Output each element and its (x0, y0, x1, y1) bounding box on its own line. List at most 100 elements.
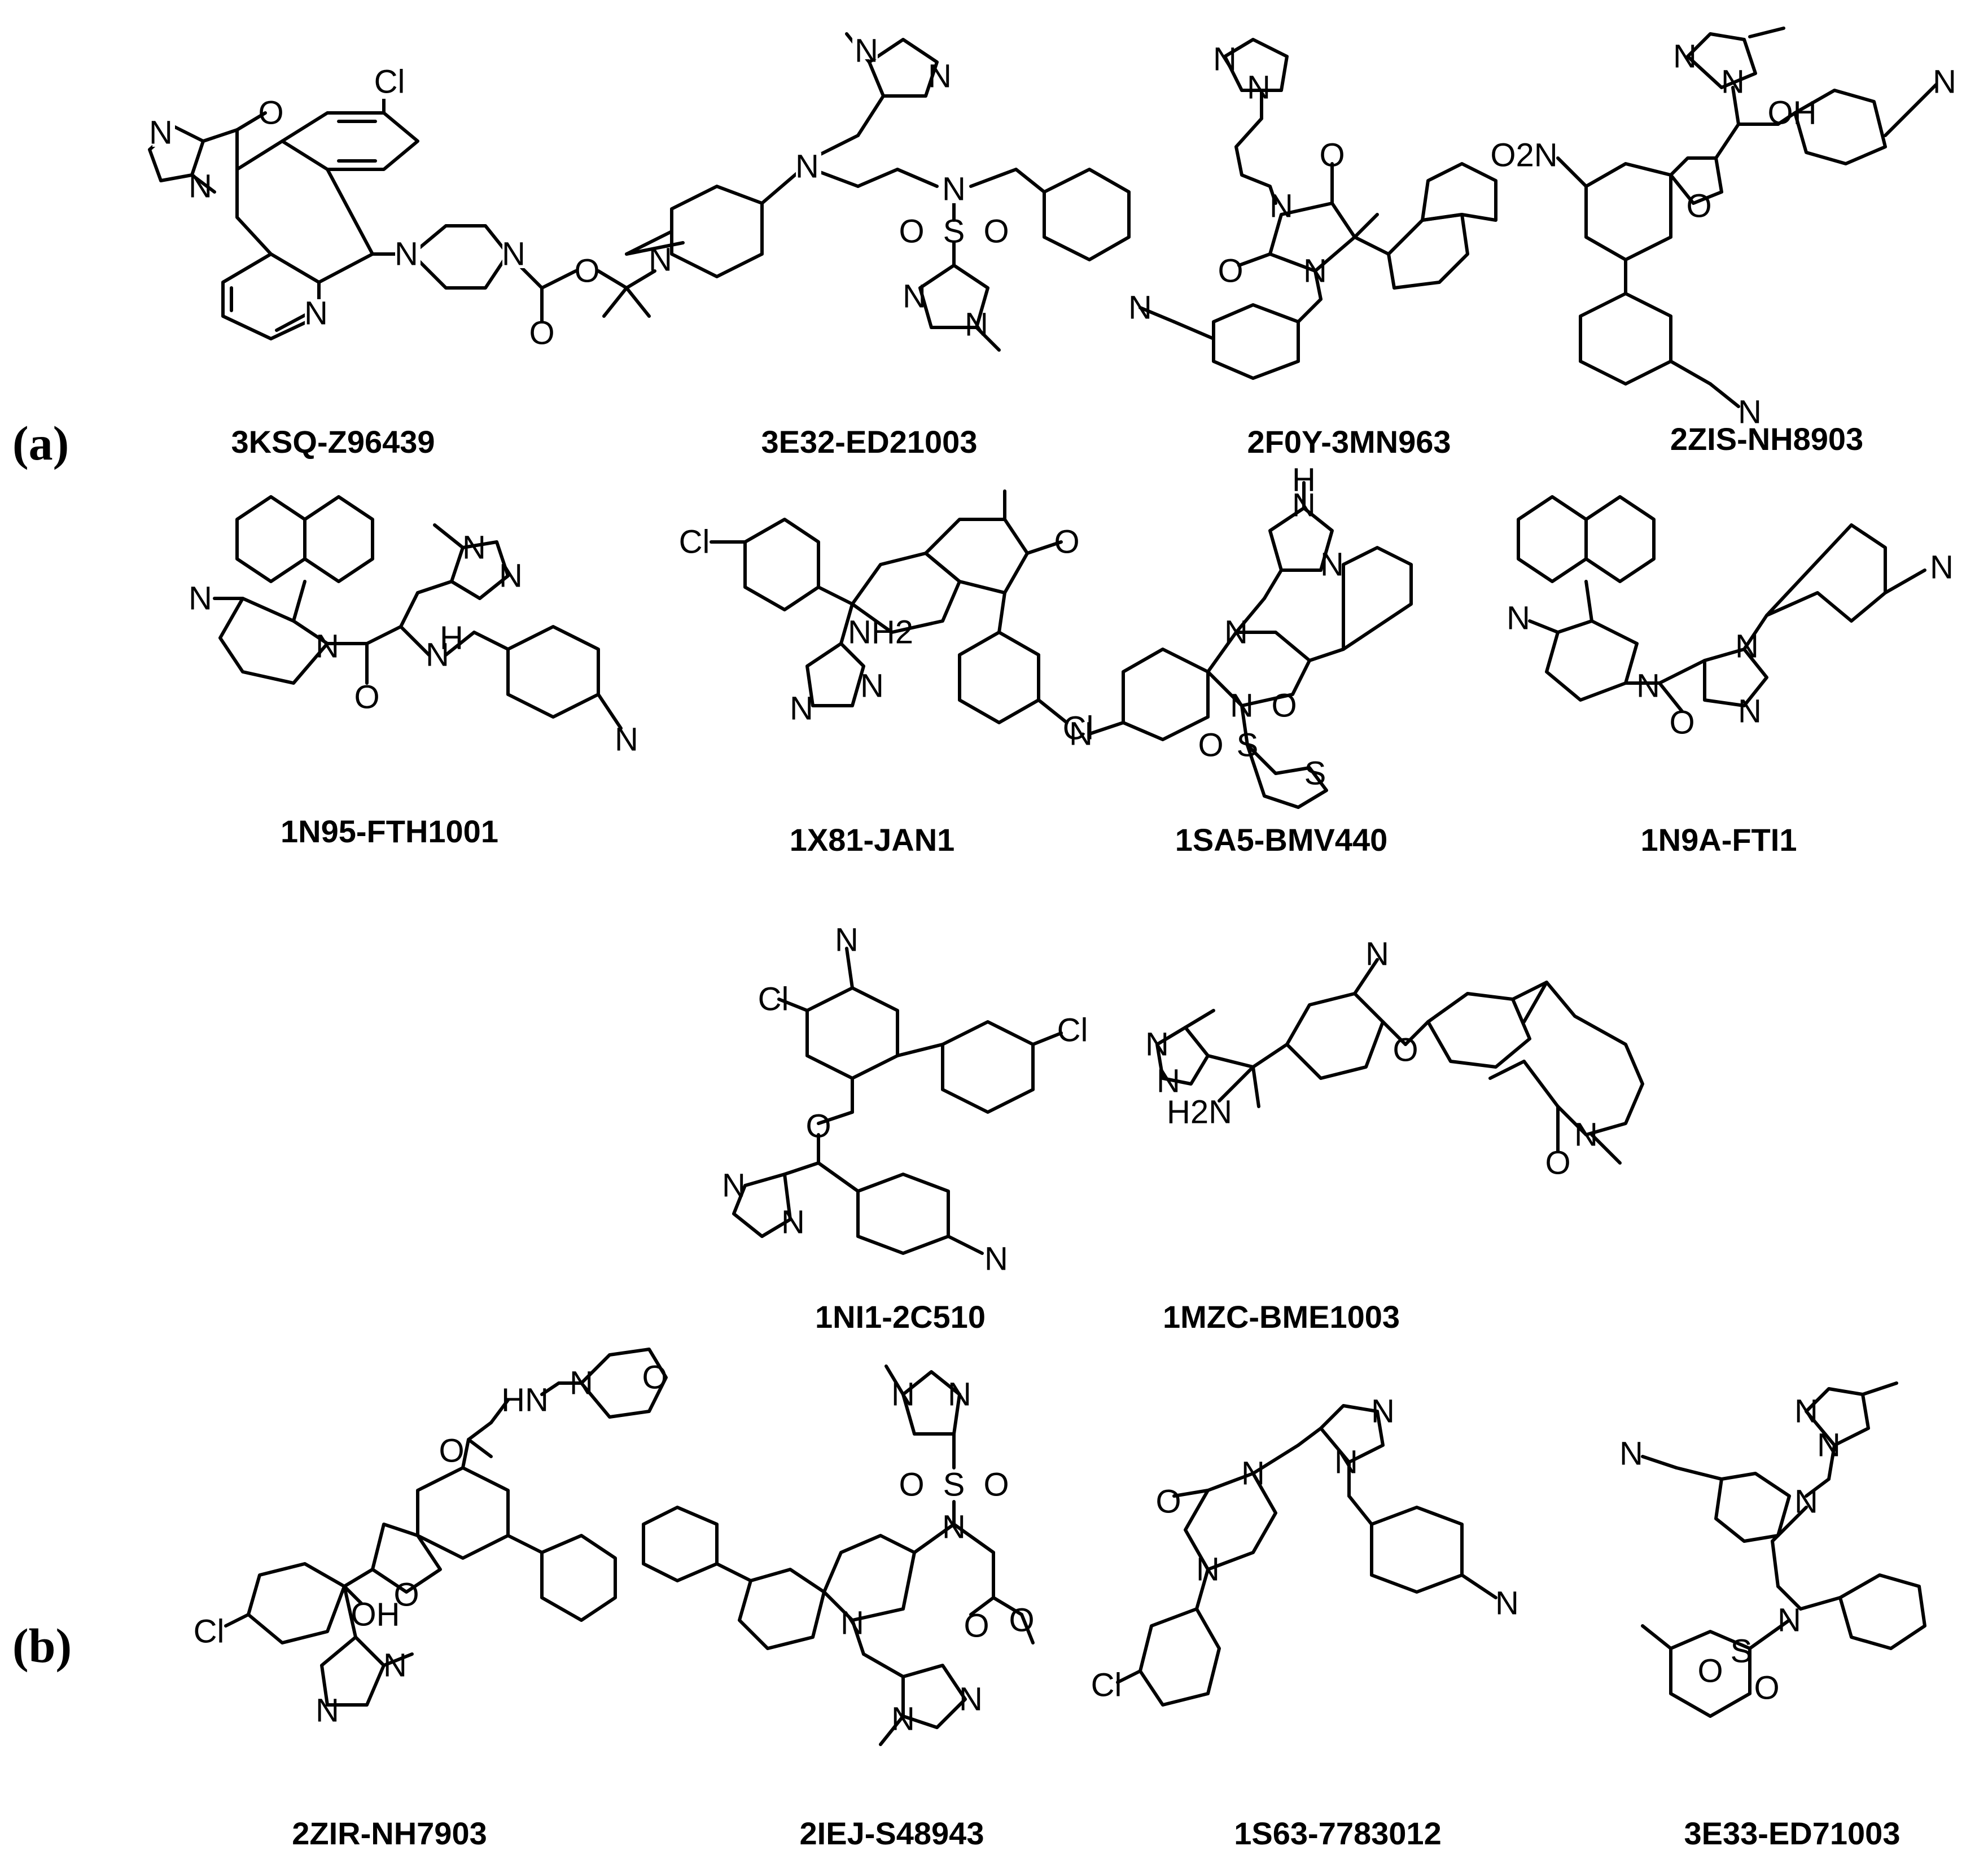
svg-text:O: O (1669, 705, 1694, 741)
svg-text:O: O (1545, 1145, 1570, 1182)
structure-1ni1: N Cl Cl O N N N (722, 922, 1088, 1278)
svg-text:N: N (942, 1509, 966, 1546)
svg-text:N: N (1365, 936, 1389, 973)
structure-1n9a: N N O N N N (1507, 495, 1954, 741)
structure-1x81: Cl O NH2 N N Cl (679, 489, 1093, 747)
svg-text:S: S (943, 213, 965, 250)
compound-label-3e32: 3E32-ED21003 (761, 424, 978, 460)
structure-3e33: N N N N N S O O (1619, 1381, 1926, 1718)
svg-text:O: O (1198, 727, 1223, 764)
svg-text:N: N (1817, 1427, 1841, 1464)
compound-label-2zir: 2ZIR-NH7903 (292, 1816, 487, 1851)
svg-text:O: O (258, 95, 283, 132)
svg-text:N: N (1224, 614, 1248, 651)
svg-text:O: O (529, 315, 554, 352)
svg-text:H: H (440, 620, 463, 657)
compound-label-1x81: 1X81-JAN1 (789, 822, 955, 858)
structure-2zis: N N OH N O2N O N (1490, 27, 1956, 431)
compound-label-1ni1: 1NI1-2C510 (815, 1299, 986, 1335)
svg-text:N: N (1738, 693, 1762, 730)
svg-text:N: N (984, 1241, 1008, 1278)
svg-text:N: N (790, 690, 813, 727)
svg-text:O: O (805, 1108, 831, 1145)
structure-2f0y: N N N O O N N (1128, 38, 1497, 380)
svg-text:N: N (1777, 1602, 1801, 1639)
svg-text:N: N (189, 580, 212, 617)
svg-text:N: N (959, 1681, 983, 1718)
svg-text:N: N (1495, 1585, 1519, 1622)
svg-text:N: N (781, 1204, 805, 1241)
svg-text:N: N (1933, 64, 1956, 100)
svg-text:Cl: Cl (758, 981, 789, 1018)
svg-text:O: O (1155, 1484, 1181, 1520)
svg-text:N: N (1721, 64, 1745, 100)
svg-text:N: N (189, 168, 212, 205)
svg-text:N: N (149, 115, 173, 151)
structure-2zir: HN N O O O Cl OH N N (194, 1348, 668, 1729)
svg-text:N: N (942, 171, 966, 208)
compound-label-3e33: 3E33-ED71003 (1684, 1816, 1901, 1851)
panel-label-a: (a) (12, 416, 69, 470)
svg-text:N: N (1371, 1393, 1395, 1430)
compound-label-1n9a: 1N9A-FTI1 (1640, 822, 1797, 858)
svg-text:O: O (642, 1359, 667, 1396)
svg-text:NH2: NH2 (848, 614, 913, 651)
svg-text:O: O (899, 213, 924, 250)
svg-text:N: N (1738, 394, 1762, 431)
svg-text:N: N (928, 58, 952, 95)
svg-text:N: N (840, 1605, 864, 1642)
svg-text:N: N (1320, 546, 1344, 583)
svg-text:N: N (316, 628, 339, 665)
svg-text:O: O (393, 1577, 419, 1613)
svg-text:O: O (1271, 688, 1297, 724)
compound-label-1s63: 1S63-7783012 (1234, 1816, 1442, 1851)
svg-text:N: N (1196, 1551, 1220, 1588)
svg-text:O: O (899, 1467, 924, 1503)
structure-1n95: N N O H N N N N (189, 495, 638, 758)
structure-1sa5: H N N N N N O S O S (1069, 462, 1413, 809)
svg-text:N: N (1213, 41, 1237, 78)
svg-text:O: O (1009, 1602, 1034, 1639)
svg-text:Cl: Cl (1057, 1012, 1088, 1049)
svg-text:N: N (1157, 1063, 1180, 1100)
svg-text:S: S (1731, 1633, 1753, 1670)
svg-text:H: H (1292, 462, 1316, 498)
svg-text:O: O (354, 679, 379, 716)
svg-text:N: N (1673, 38, 1697, 75)
panel-label-b: (b) (12, 1619, 72, 1673)
compound-label-3ksq: 3KSQ-Z96439 (231, 424, 435, 460)
svg-text:N: N (1619, 1436, 1643, 1472)
svg-text:N: N (395, 236, 418, 273)
structure-1s63: N N N O N Cl N (1091, 1393, 1519, 1707)
svg-text:O: O (964, 1608, 989, 1644)
svg-text:N: N (1069, 716, 1093, 753)
svg-text:O: O (1319, 137, 1345, 174)
svg-text:N: N (499, 558, 523, 594)
structure-3e32: N N N N N O S O N N (625, 32, 1131, 352)
svg-text:N: N (855, 33, 878, 69)
structure-2iej: N N O S O N O O N N N (642, 1364, 1035, 1746)
svg-text:N: N (795, 148, 819, 185)
svg-text:N: N (1794, 1484, 1818, 1520)
compound-label-2zis: 2ZIS-NH8903 (1670, 421, 1864, 457)
svg-text:N: N (1574, 1117, 1598, 1153)
svg-text:Cl: Cl (194, 1613, 225, 1650)
svg-text:O: O (1218, 253, 1243, 290)
svg-text:O: O (574, 253, 599, 290)
svg-text:Cl: Cl (1091, 1667, 1122, 1704)
svg-text:O: O (1393, 1032, 1418, 1069)
svg-text:HN: HN (501, 1382, 549, 1419)
structure-1mzc: N N H2N N O O N (1145, 936, 1644, 1182)
svg-text:O: O (1697, 1653, 1723, 1690)
svg-text:N: N (948, 1376, 971, 1413)
svg-text:S: S (1237, 727, 1259, 764)
svg-text:N: N (1930, 549, 1954, 586)
svg-text:N: N (965, 307, 988, 343)
svg-text:Cl: Cl (374, 64, 405, 100)
structure-3ksq: Cl O N N N N N O O (148, 64, 656, 352)
svg-text:O2N: O2N (1490, 137, 1557, 174)
svg-text:N: N (903, 278, 926, 315)
svg-text:N: N (1230, 688, 1254, 724)
svg-text:N: N (835, 922, 859, 959)
svg-text:N: N (891, 1701, 915, 1738)
